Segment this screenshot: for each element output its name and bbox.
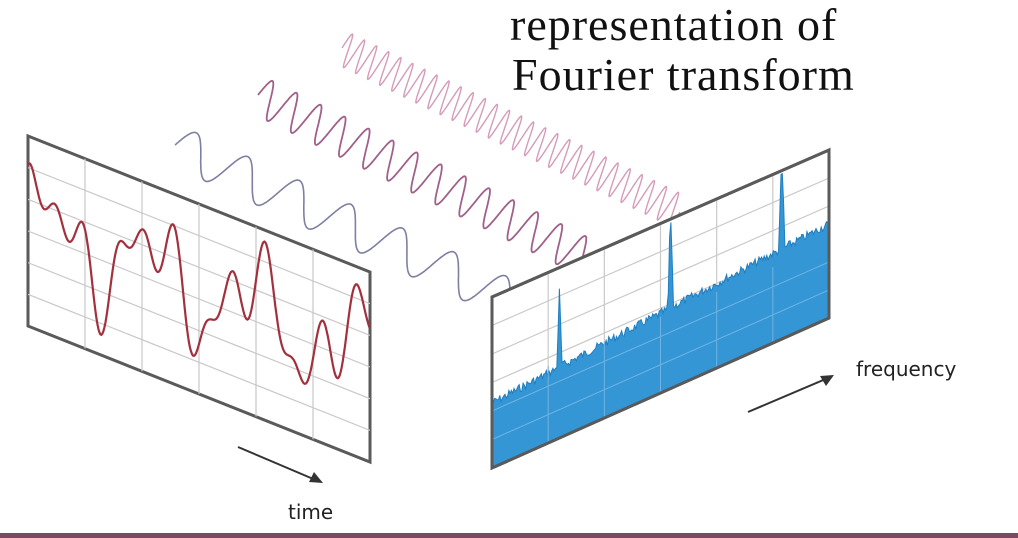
grid-line <box>28 230 370 368</box>
grid-line <box>28 198 370 336</box>
grid-line <box>28 293 370 431</box>
grid-overlay-line <box>492 261 829 412</box>
frequency-grid-overlay <box>492 261 829 443</box>
grid-line <box>28 262 370 400</box>
high-frequency-wave <box>341 33 681 227</box>
time-grid <box>28 158 370 440</box>
frequency-domain-panel <box>490 147 831 471</box>
grid-line <box>492 177 829 327</box>
title-line-2: Fourier transform <box>512 49 855 100</box>
grid-line <box>28 167 370 305</box>
arrow-right-down-icon <box>237 446 323 483</box>
bottom-border <box>0 533 1018 538</box>
grid-overlay-line <box>492 289 829 440</box>
frequency-panel-border-overlay <box>490 147 831 471</box>
title-line-1: representation of <box>510 0 838 50</box>
low-frequency-wave <box>174 131 511 302</box>
time-signal-wave <box>28 161 370 385</box>
component-sine-waves <box>174 33 681 302</box>
frequency-axis-label: frequency <box>856 357 957 381</box>
mid-frequency-wave <box>257 80 596 277</box>
grid-line <box>492 205 829 355</box>
arrow-right-up-icon <box>747 375 834 413</box>
time-axis-label: time <box>288 500 334 524</box>
time-domain-panel <box>26 133 372 465</box>
